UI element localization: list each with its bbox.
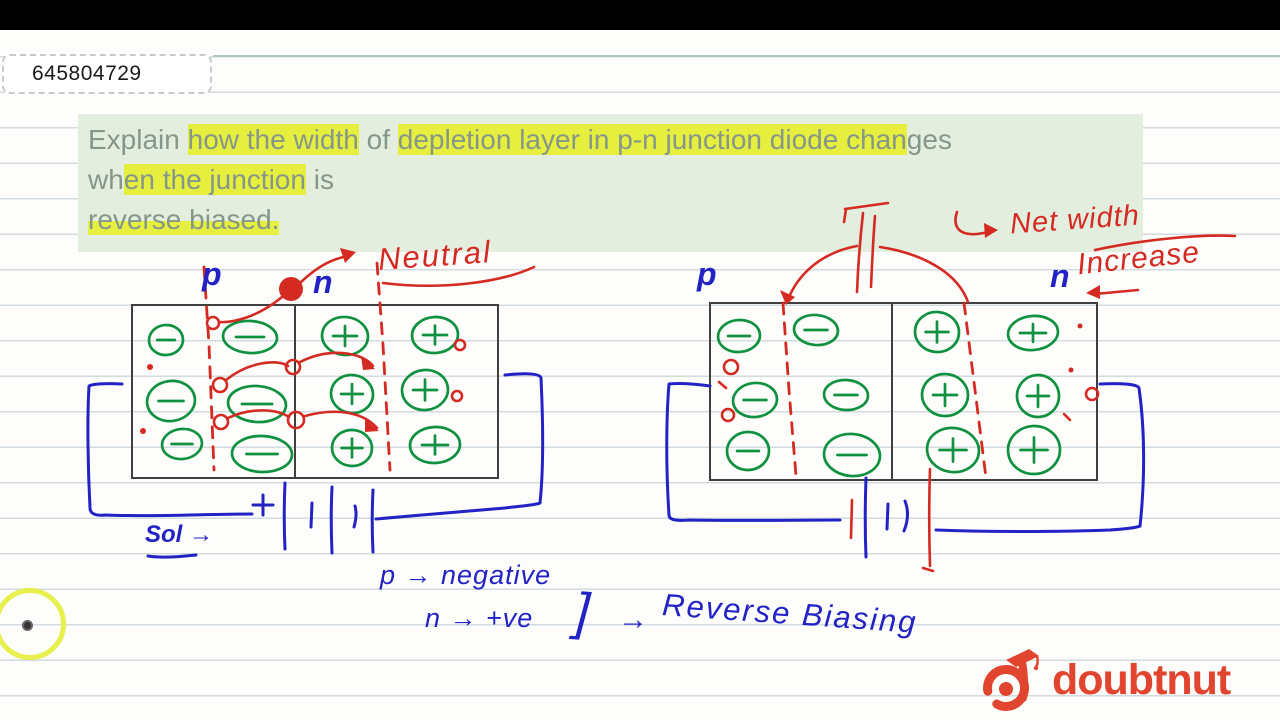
- question-segment: en the junction: [123, 164, 306, 195]
- question-segment: is: [305, 164, 334, 195]
- right-junction-diagram: [709, 201, 1100, 481]
- question-card: Explain how the width of depletion layer…: [78, 114, 1143, 252]
- reversed-terminal-mark: [927, 467, 932, 568]
- net-width-strokes: [954, 210, 1237, 299]
- sol-label: Sol →: [145, 521, 214, 548]
- right-n-label: n: [1050, 258, 1070, 294]
- left-charges: [145, 315, 462, 474]
- right-circuit: [665, 382, 1146, 573]
- question-id: 645804729: [32, 62, 142, 85]
- left-n-label: n: [313, 264, 333, 300]
- doubtnut-logo: doubtnut: [982, 646, 1231, 716]
- question-segment: wh: [88, 164, 124, 195]
- header-separator-line: [213, 55, 1280, 57]
- pointer-highlight-ring: [0, 588, 66, 660]
- pointer-dot: [22, 620, 33, 631]
- question-segment: reverse biased.: [88, 204, 280, 235]
- n-positive-note: n → +ve: [425, 603, 534, 633]
- plus-terminal-sign: [251, 493, 275, 517]
- width-marker: [855, 211, 865, 294]
- letterbox-top-bar: [0, 0, 1280, 30]
- right-charges: [716, 310, 1062, 478]
- left-p-label: p: [202, 256, 222, 292]
- question-id-box: 645804729: [2, 54, 212, 94]
- p-negative-note: p → negative: [380, 560, 552, 590]
- implies-arrow: →: [618, 603, 648, 636]
- question-segment: how the width: [187, 124, 359, 155]
- question-segment: depletion layer in p-n junction diode ch…: [397, 124, 907, 155]
- left-circuit: [86, 372, 545, 559]
- left-junction-diagram: [131, 248, 536, 479]
- reversed-terminal-mark: [849, 498, 854, 540]
- question-segment: Explain: [88, 124, 188, 155]
- right-p-label: p: [697, 256, 717, 292]
- doubtnut-d-cap-icon: [983, 649, 1039, 711]
- recombined-neutral-dot: [279, 277, 303, 301]
- question-segment: ges: [906, 124, 952, 155]
- doubtnut-logo-text: doubtnut: [1052, 656, 1231, 704]
- question-segment: of: [358, 124, 398, 155]
- question-text: Explain how the width of depletion layer…: [88, 120, 1143, 240]
